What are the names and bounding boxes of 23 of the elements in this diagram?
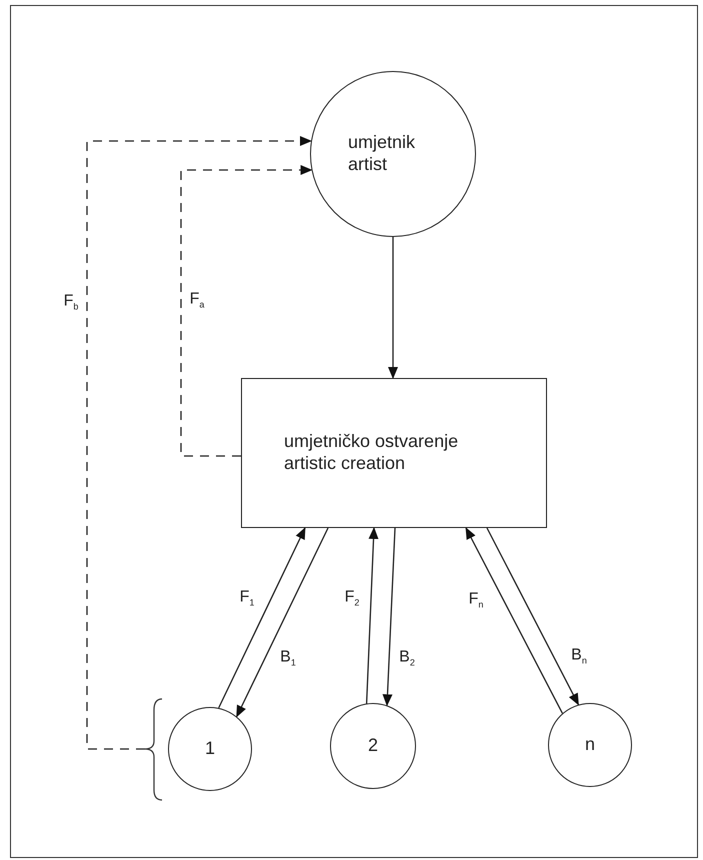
node-label: 1	[204, 738, 215, 760]
arrow	[366, 527, 379, 704]
node-label: 2	[368, 735, 378, 757]
node-label: umjetnik artist	[348, 132, 416, 176]
dashed-arrow	[86, 136, 312, 750]
arrow	[486, 528, 579, 706]
edge-label: F$_{a}$	[188, 290, 206, 310]
edge-label: B$_{2}$	[398, 648, 416, 668]
dashed-arrow	[180, 165, 313, 457]
node-label: n	[584, 734, 595, 756]
arrow	[382, 528, 396, 706]
arrow	[236, 528, 329, 718]
arrow	[465, 527, 563, 714]
edge-label: F$_{2}$	[344, 588, 360, 608]
arrow	[218, 527, 306, 708]
process-box	[241, 378, 547, 528]
node-label: umjetničko ostvarenje artistic creation	[284, 431, 460, 475]
edge-label: F$_{n}$	[468, 590, 484, 610]
edge-label: F$_{1}$	[238, 588, 256, 608]
edge-label: B$_{1}$	[279, 648, 297, 668]
edge-label: B$_{n}$	[570, 646, 588, 666]
arrow	[388, 237, 398, 379]
edge-label: F$_{b}$	[62, 292, 80, 312]
